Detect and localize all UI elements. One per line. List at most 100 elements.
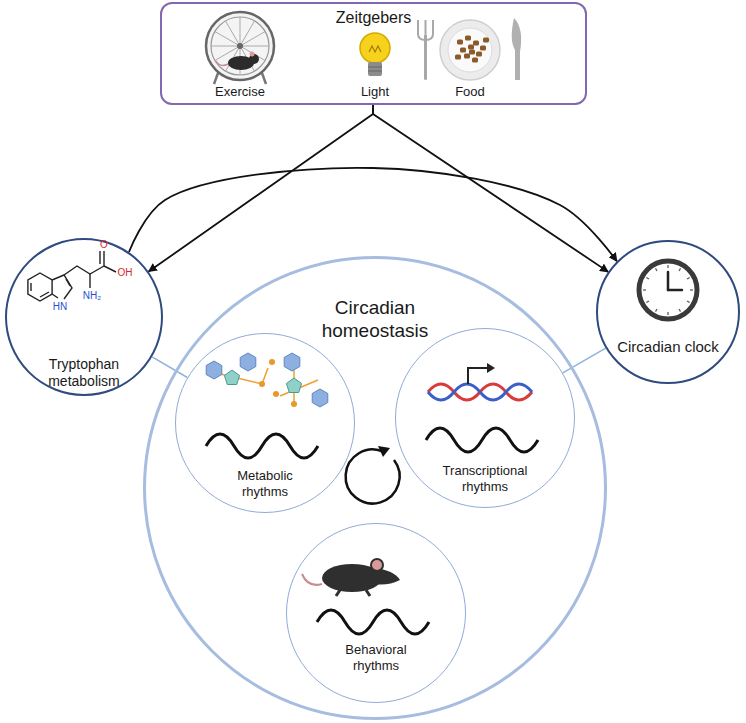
pyrrole-ring: [52, 275, 72, 299]
bulb-base: [368, 62, 382, 76]
cycle-arc: [346, 449, 400, 503]
clock-tick: [646, 278, 649, 280]
atom-label: HN: [30, 302, 90, 312]
clock-tick: [667, 312, 668, 315]
atom-label: O: [74, 240, 134, 250]
plate: [440, 20, 500, 80]
hexagon-molecule: [240, 353, 256, 371]
icon-label: Food: [440, 85, 500, 98]
amine-bond: [89, 274, 90, 288]
clock-tick: [679, 309, 681, 312]
food-pellet: [473, 41, 479, 46]
node-label: Transcriptional rhythms: [430, 463, 540, 494]
molecule-dot: [269, 359, 275, 365]
atom-label: NH₂: [62, 291, 122, 301]
atom-label: OH: [95, 268, 155, 278]
dna-strand: [428, 384, 532, 400]
food-pellet: [465, 36, 471, 41]
dna-helix: [428, 363, 532, 400]
cycle-arrow: [346, 446, 400, 503]
food-pellet: [457, 40, 463, 45]
clock-tick: [656, 268, 658, 271]
hydroxyl-bond: [104, 266, 116, 272]
bulb-filament: [369, 46, 381, 52]
clock-hand: [667, 272, 670, 290]
rhythm-circle: Behavioral rhythms: [286, 523, 466, 703]
bulb-thread: [368, 71, 382, 72]
wheel-spoke: [211, 46, 240, 47]
curved-arrow: [129, 168, 617, 261]
clock-ticks: [643, 265, 693, 315]
double-bond: [66, 279, 70, 286]
food-pellet: [480, 46, 486, 51]
mouse-ear: [371, 559, 383, 571]
molecule-dot: [259, 381, 265, 387]
zoom-line: [563, 348, 606, 373]
food-pellet: [455, 55, 461, 60]
double-bond: [30, 283, 31, 291]
bulb-thread: [368, 67, 382, 68]
clock-tick: [687, 301, 690, 303]
mouse-leg: [336, 590, 340, 596]
tryptophan-structure: [28, 251, 116, 301]
knife: [512, 18, 521, 80]
pyrrole-ring: [52, 294, 58, 298]
food-pellet: [476, 52, 482, 57]
benzene-ring: [28, 273, 52, 301]
rhythm-circle: Metabolic rhythms: [175, 333, 355, 513]
molecule-dot: [291, 401, 297, 407]
wheel-rim: [206, 12, 274, 80]
icon-label: Light: [345, 85, 405, 98]
node-label: Tryptophan metabolism: [19, 356, 149, 390]
metabolite-icons: [206, 353, 328, 407]
transcription-arrow: [468, 368, 488, 384]
molecule-dot: [273, 391, 279, 397]
sine-wave: [206, 434, 318, 458]
hexagon-molecule: [284, 353, 300, 371]
wheel-spoke: [226, 21, 241, 46]
hexagon-molecule: [206, 361, 222, 379]
light-bulb: [360, 33, 390, 76]
sine-wave: [426, 428, 538, 452]
side-chain: [64, 266, 104, 275]
mouse-icon: [302, 559, 400, 596]
clock-tick: [667, 265, 668, 268]
pentagon-molecule: [286, 378, 301, 393]
wheel-spoke: [240, 46, 269, 47]
node-label: Circadian clock: [613, 338, 723, 356]
wheel-spoke: [240, 32, 265, 47]
exercise-wheel: [206, 12, 274, 84]
hexagon-molecule: [312, 389, 328, 407]
rhythm-waves: [206, 428, 538, 634]
wheel-hub: [237, 43, 243, 49]
rhythm-circle: Transcriptional rhythms: [395, 328, 575, 508]
clock-face: [639, 261, 697, 319]
arrow-connector: [373, 105, 608, 272]
arrow-connector: [149, 105, 373, 272]
clock-icon: [639, 261, 697, 319]
clock-hand: [668, 289, 682, 292]
bulb-glass: [360, 33, 390, 63]
clock-tick: [679, 268, 681, 271]
mouse-leg: [366, 590, 370, 596]
homeostasis-circle: Circadian homeostasisMetabolic rhythmsTr…: [143, 256, 607, 720]
mouse-ear: [250, 52, 255, 57]
food-plate: [418, 18, 521, 80]
cycle-arrowhead: [378, 446, 390, 457]
clock-tick: [646, 301, 649, 303]
sine-wave: [317, 610, 429, 634]
fork: [425, 20, 427, 34]
food-pellet: [483, 38, 489, 43]
clock-tick: [690, 289, 693, 290]
food-pellet: [472, 58, 478, 63]
double-bond: [40, 292, 49, 297]
box-title: Zeitgebers: [274, 8, 474, 27]
tryptophan-circle: Tryptophan metabolism: [5, 238, 163, 396]
dna-strand: [428, 384, 532, 400]
clock-circle: Circadian clock: [596, 240, 740, 384]
wheel-spokes: [211, 17, 269, 75]
clock-tick: [643, 289, 646, 290]
wheel-spoke: [240, 17, 241, 46]
food-pellet: [460, 48, 466, 53]
